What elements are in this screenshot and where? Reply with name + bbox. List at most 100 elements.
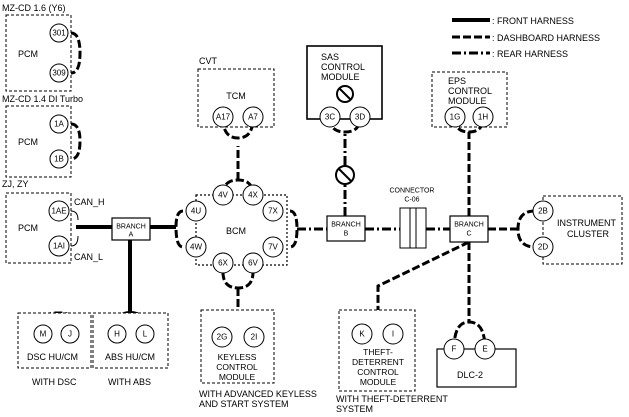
dlc-name: DLC-2 bbox=[457, 370, 483, 380]
branch-c-label-2: C bbox=[466, 231, 471, 238]
theft-name-4: MODULE bbox=[360, 377, 397, 387]
theft-pin-k bbox=[351, 323, 373, 345]
branch-c: BRANCH C bbox=[449, 215, 489, 243]
abs-note: WITH ABS bbox=[108, 377, 151, 387]
eps-module: EPS CONTROL MODULE 1G 1H bbox=[431, 71, 508, 128]
pcm-di-turbo-variant: MZ-CD 1.4 DI Turbo bbox=[2, 94, 83, 104]
theft-pin-k-label: K bbox=[359, 330, 365, 339]
sas-box bbox=[306, 45, 383, 120]
tcm-pin-a17 bbox=[212, 106, 234, 128]
cluster-pin-2d-label: 2D bbox=[538, 243, 548, 252]
abs-pin-h-label: H bbox=[114, 330, 120, 339]
abs-module: H L ABS HU/CM WITH ABS bbox=[92, 312, 169, 387]
bcm-pin-7v bbox=[262, 236, 284, 258]
theft-name-2: DETERRENT bbox=[352, 357, 404, 367]
sas-pin-3d-label: 3D bbox=[355, 113, 365, 122]
branch-a-box bbox=[111, 217, 151, 241]
bcm-module: BCM 4V 4X 4U 7X 4W 7V 6X 6V bbox=[185, 184, 288, 274]
branch-a: BRANCH A bbox=[111, 217, 151, 241]
eps-pin-1h-label: 1H bbox=[478, 113, 488, 122]
wire-dlc-loop bbox=[452, 320, 487, 350]
theft-name-1: THEFT- bbox=[363, 347, 393, 357]
legend: : FRONT HARNESS : DASHBOARD HARNESS : RE… bbox=[452, 16, 600, 59]
keyless-pin-2i bbox=[243, 326, 265, 348]
tcm-name: TCM bbox=[226, 91, 246, 101]
connector-c06: CONNECTOR C-06 bbox=[390, 188, 435, 249]
theft-note-1: WITH THEFT-DETERRENT bbox=[336, 394, 448, 404]
pcm-zj-zy-pin-1ae-label: 1AE bbox=[51, 207, 66, 216]
bcm-pin-4w-label: 4W bbox=[190, 243, 202, 252]
bcm-pin-6x-label: 6X bbox=[218, 259, 228, 268]
legend-front-label: : FRONT HARNESS bbox=[492, 16, 574, 26]
dsc-pin-m bbox=[33, 324, 53, 344]
pcm-y6-pin-301-label: 301 bbox=[52, 29, 66, 38]
branch-a-label-2: A bbox=[129, 232, 134, 239]
can-l-label: CAN_L bbox=[74, 252, 103, 262]
pcm-zj-zy: ZJ, ZY PCM 1AE 1AI CAN_H CAN_L bbox=[2, 179, 105, 264]
pcm-di-turbo-name: PCM bbox=[18, 137, 38, 147]
branch-a-label-1: BRANCH bbox=[116, 224, 146, 231]
bcm-name: BCM bbox=[226, 226, 246, 236]
connector-label-1: CONNECTOR bbox=[390, 188, 435, 195]
keyless-name-1: KEYLESS bbox=[218, 352, 257, 362]
bcm-pin-6x bbox=[212, 252, 234, 274]
theft-name-3: CONTROL bbox=[357, 367, 399, 377]
dlc-pin-e-label: E bbox=[482, 345, 487, 354]
bcm-pin-7x-label: 7X bbox=[268, 207, 278, 216]
connector-body bbox=[399, 207, 427, 249]
pcm-y6-pin-301 bbox=[49, 23, 69, 43]
tcm-pin-a7 bbox=[242, 106, 264, 128]
sas-name-2: CONTROL bbox=[321, 62, 365, 72]
cluster-pin-2b-label: 2B bbox=[538, 207, 548, 216]
keyless-pin-2g-label: 2G bbox=[217, 333, 228, 342]
connector-label-2: C-06 bbox=[404, 197, 419, 204]
eps-name-1: EPS bbox=[448, 76, 466, 86]
theft-pin-i-label: I bbox=[392, 330, 394, 339]
cluster-box bbox=[542, 195, 623, 265]
wire-branch-c-theft bbox=[376, 240, 470, 318]
eps-box bbox=[431, 71, 508, 128]
wire-pcm3-can-h bbox=[70, 210, 79, 221]
tcm-pin-a7-label: A7 bbox=[248, 113, 258, 122]
theft-pin-i bbox=[382, 323, 404, 345]
eps-pin-1g bbox=[444, 106, 466, 128]
bcm-pin-4x-label: 4X bbox=[248, 191, 258, 200]
keyless-name-3: MODULE bbox=[219, 372, 256, 382]
no-entry-icon-wire bbox=[335, 165, 355, 185]
pcm-y6-pin-309-label: 309 bbox=[52, 69, 66, 78]
pcm-di-turbo-pin-1a-label: 1A bbox=[54, 120, 64, 129]
can-h-label: CAN_H bbox=[74, 197, 105, 207]
branch-c-box bbox=[449, 215, 489, 243]
abs-pin-l bbox=[135, 324, 155, 344]
keyless-pin-2i-label: 2I bbox=[251, 333, 258, 342]
legend-rear-label: : REAR HARNESS bbox=[492, 49, 568, 59]
keyless-note-2: AND START SYSTEM bbox=[199, 399, 289, 409]
tcm-module: CVT TCM A17 A7 bbox=[197, 56, 275, 128]
dsc-pin-j-label: J bbox=[68, 330, 72, 339]
keyless-box bbox=[200, 309, 275, 384]
pcm-zj-zy-variant: ZJ, ZY bbox=[2, 179, 29, 189]
pcm-y6: MZ-CD 1.6 (Y6) PCM 301 309 bbox=[2, 3, 72, 92]
sas-pin-3d bbox=[349, 106, 371, 128]
theft-box bbox=[338, 309, 416, 392]
no-entry-icon bbox=[336, 85, 354, 103]
wire-pcm3-can-l bbox=[70, 235, 79, 247]
abs-pin-h bbox=[107, 324, 127, 344]
bcm-pin-4w bbox=[185, 236, 207, 258]
bcm-pin-4x bbox=[242, 184, 264, 206]
bcm-pin-6v-label: 6V bbox=[248, 259, 258, 268]
dsc-name: DSC HU/CM bbox=[27, 352, 78, 362]
abs-name: ABS HU/CM bbox=[105, 352, 155, 362]
sas-pin-3c bbox=[319, 106, 341, 128]
bcm-pin-7x bbox=[262, 200, 284, 222]
dsc-pin-m-label: M bbox=[40, 330, 47, 339]
keyless-module: 2G 2I KEYLESS CONTROL MODULE WITH ADVANC… bbox=[199, 309, 317, 409]
branch-b-label-1: BRANCH bbox=[331, 222, 361, 229]
tcm-pin-a17-label: A17 bbox=[216, 113, 231, 122]
pcm-zj-zy-pin-1ae bbox=[48, 200, 70, 222]
cluster-name-1: INSTRUMENT bbox=[557, 218, 616, 228]
abs-box bbox=[92, 312, 169, 369]
pcm-di-turbo-pin-1b-label: 1B bbox=[54, 155, 64, 164]
dlc-2: F E DLC-2 bbox=[436, 338, 517, 388]
